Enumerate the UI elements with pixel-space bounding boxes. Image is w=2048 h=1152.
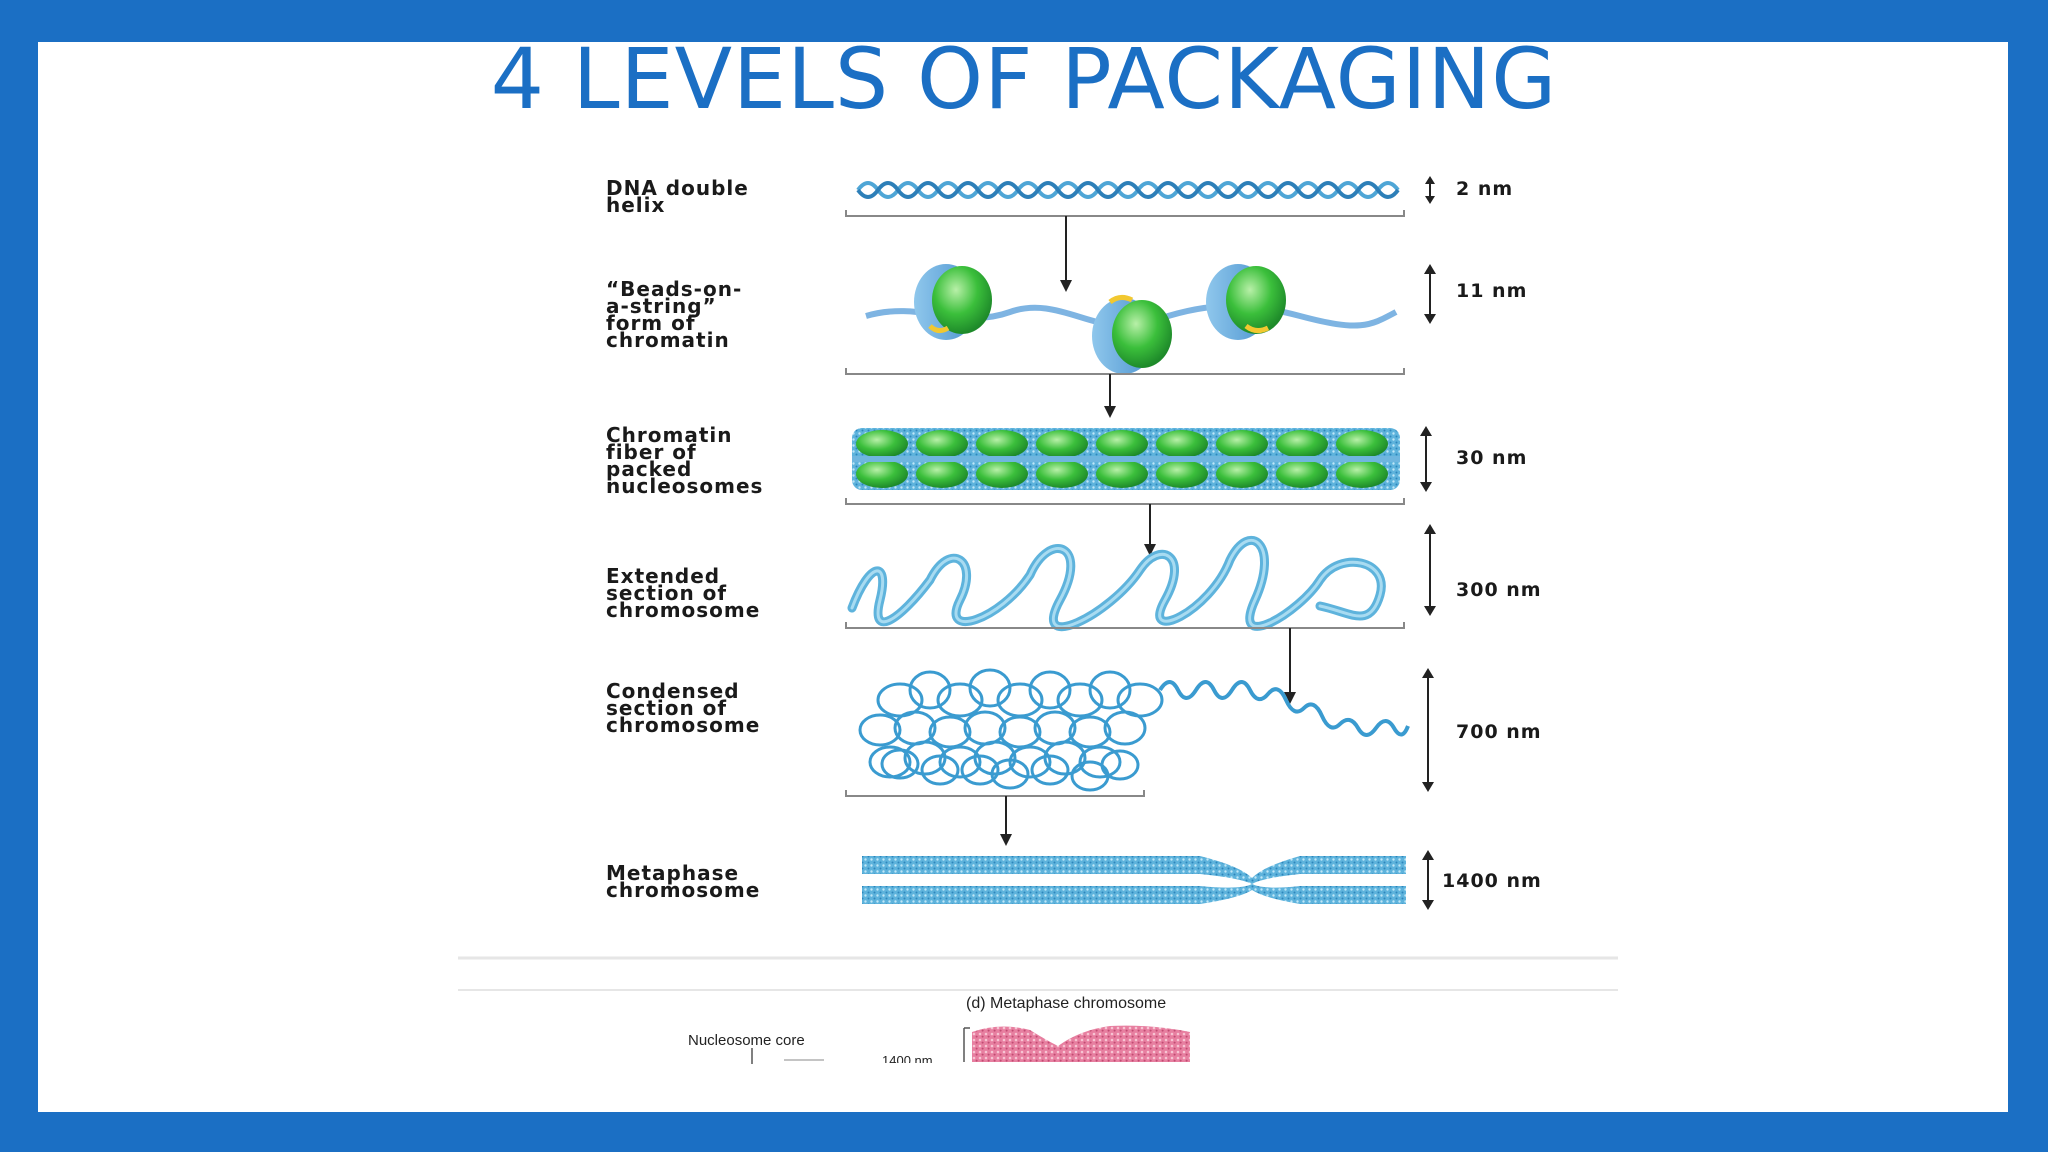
arrow-4-to-5 bbox=[1284, 628, 1296, 704]
size-11nm: 11 nm bbox=[1456, 280, 1528, 302]
level-label-beads-on-string: “Beads-on- a-string” form of chromatin bbox=[606, 277, 743, 352]
bracket-row4 bbox=[845, 622, 1405, 629]
level-label-extended-section: Extended section of chromosome bbox=[606, 564, 761, 622]
dimension-arrow-30nm bbox=[1420, 426, 1432, 492]
dimension-arrow-700nm bbox=[1422, 668, 1434, 792]
level-label-condensed-section: Condensed section of chromosome bbox=[606, 679, 761, 737]
metaphase-chromosome bbox=[862, 856, 1406, 904]
dimension-arrow-300nm bbox=[1424, 524, 1436, 616]
lower-size-partial: 1400 nm bbox=[882, 1053, 933, 1063]
slide-title: 4 LEVELS OF PACKAGING bbox=[490, 30, 1558, 128]
dimension-arrow-1400nm bbox=[1422, 850, 1434, 910]
lower-left-label: Nucleosome core bbox=[688, 1032, 805, 1049]
bracket-row5 bbox=[845, 790, 1145, 797]
beads-on-string bbox=[865, 264, 1398, 374]
dimension-arrow-2nm bbox=[1425, 176, 1435, 204]
lower-caption: (d) Metaphase chromosome bbox=[966, 995, 1167, 1012]
level-label-dna-helix: DNA double helix bbox=[606, 176, 749, 217]
dimension-arrow-11nm bbox=[1424, 264, 1436, 324]
arrow-3-to-4 bbox=[1144, 504, 1156, 556]
arrow-1-to-2 bbox=[1060, 216, 1072, 292]
level-label-metaphase: Metaphase chromosome bbox=[606, 861, 761, 902]
size-30nm: 30 nm bbox=[1456, 447, 1528, 469]
chromatin-fiber-30nm bbox=[852, 428, 1400, 490]
slide-panel bbox=[38, 42, 2008, 1112]
extended-section-loops-inner bbox=[850, 539, 1383, 629]
size-700nm: 700 nm bbox=[1456, 721, 1542, 743]
dna-helix bbox=[856, 181, 1400, 199]
condensed-section-coils bbox=[858, 668, 1410, 792]
level-label-chromatin-fiber: Chromatin fiber of packed nucleosomes bbox=[606, 423, 764, 498]
bracket-row2 bbox=[845, 368, 1405, 375]
size-1400nm: 1400 nm bbox=[1442, 870, 1542, 892]
arrow-2-to-3 bbox=[1104, 374, 1116, 418]
extended-section-loops bbox=[847, 536, 1386, 632]
size-300nm: 300 nm bbox=[1456, 579, 1542, 601]
arrow-5-to-6 bbox=[1000, 796, 1012, 846]
size-2nm: 2 nm bbox=[1456, 178, 1514, 200]
bracket-row1 bbox=[845, 210, 1405, 217]
bracket-row3 bbox=[845, 498, 1405, 505]
lower-partial-figure bbox=[751, 1025, 1190, 1064]
